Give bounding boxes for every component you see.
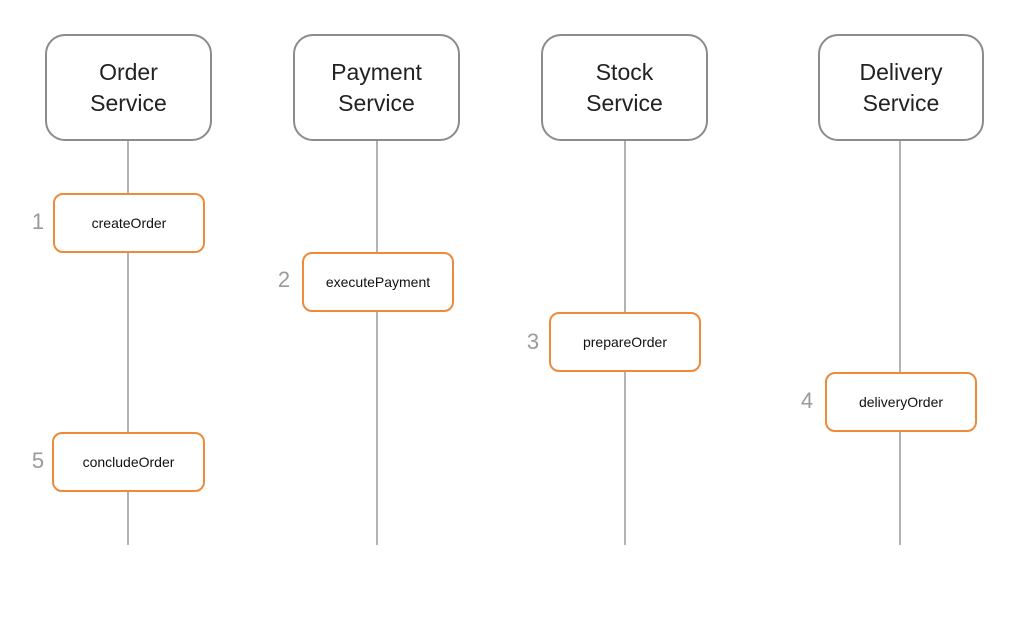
step-number: 3 <box>526 329 540 354</box>
service-name: Delivery Service <box>859 58 943 116</box>
lifeline-delivery-service <box>899 140 901 545</box>
step-label: createOrder <box>91 215 167 231</box>
step-box-delivery-order: deliveryOrder <box>825 372 977 432</box>
lifeline-order-service <box>127 140 129 545</box>
step-box-prepare-order: prepareOrder <box>549 312 701 372</box>
step-number: 1 <box>31 209 45 234</box>
service-box-order: Order Service <box>45 34 212 141</box>
step-box-execute-payment: executePayment <box>302 252 454 312</box>
step-number: 5 <box>31 448 45 473</box>
step-box-conclude-order: concludeOrder <box>52 432 205 492</box>
step-number: 2 <box>277 267 291 292</box>
step-label: prepareOrder <box>582 334 668 350</box>
service-box-stock: Stock Service <box>541 34 708 141</box>
service-box-delivery: Delivery Service <box>818 34 984 141</box>
service-name: Order Service <box>90 58 167 116</box>
service-name: Payment Service <box>331 58 422 116</box>
lifeline-payment-service <box>376 140 378 545</box>
step-label: executePayment <box>325 274 431 290</box>
service-box-payment: Payment Service <box>293 34 460 141</box>
service-name: Stock Service <box>586 58 663 116</box>
step-box-create-order: createOrder <box>53 193 205 253</box>
step-number: 4 <box>800 388 814 413</box>
step-label: deliveryOrder <box>858 394 944 410</box>
step-label: concludeOrder <box>82 454 175 470</box>
